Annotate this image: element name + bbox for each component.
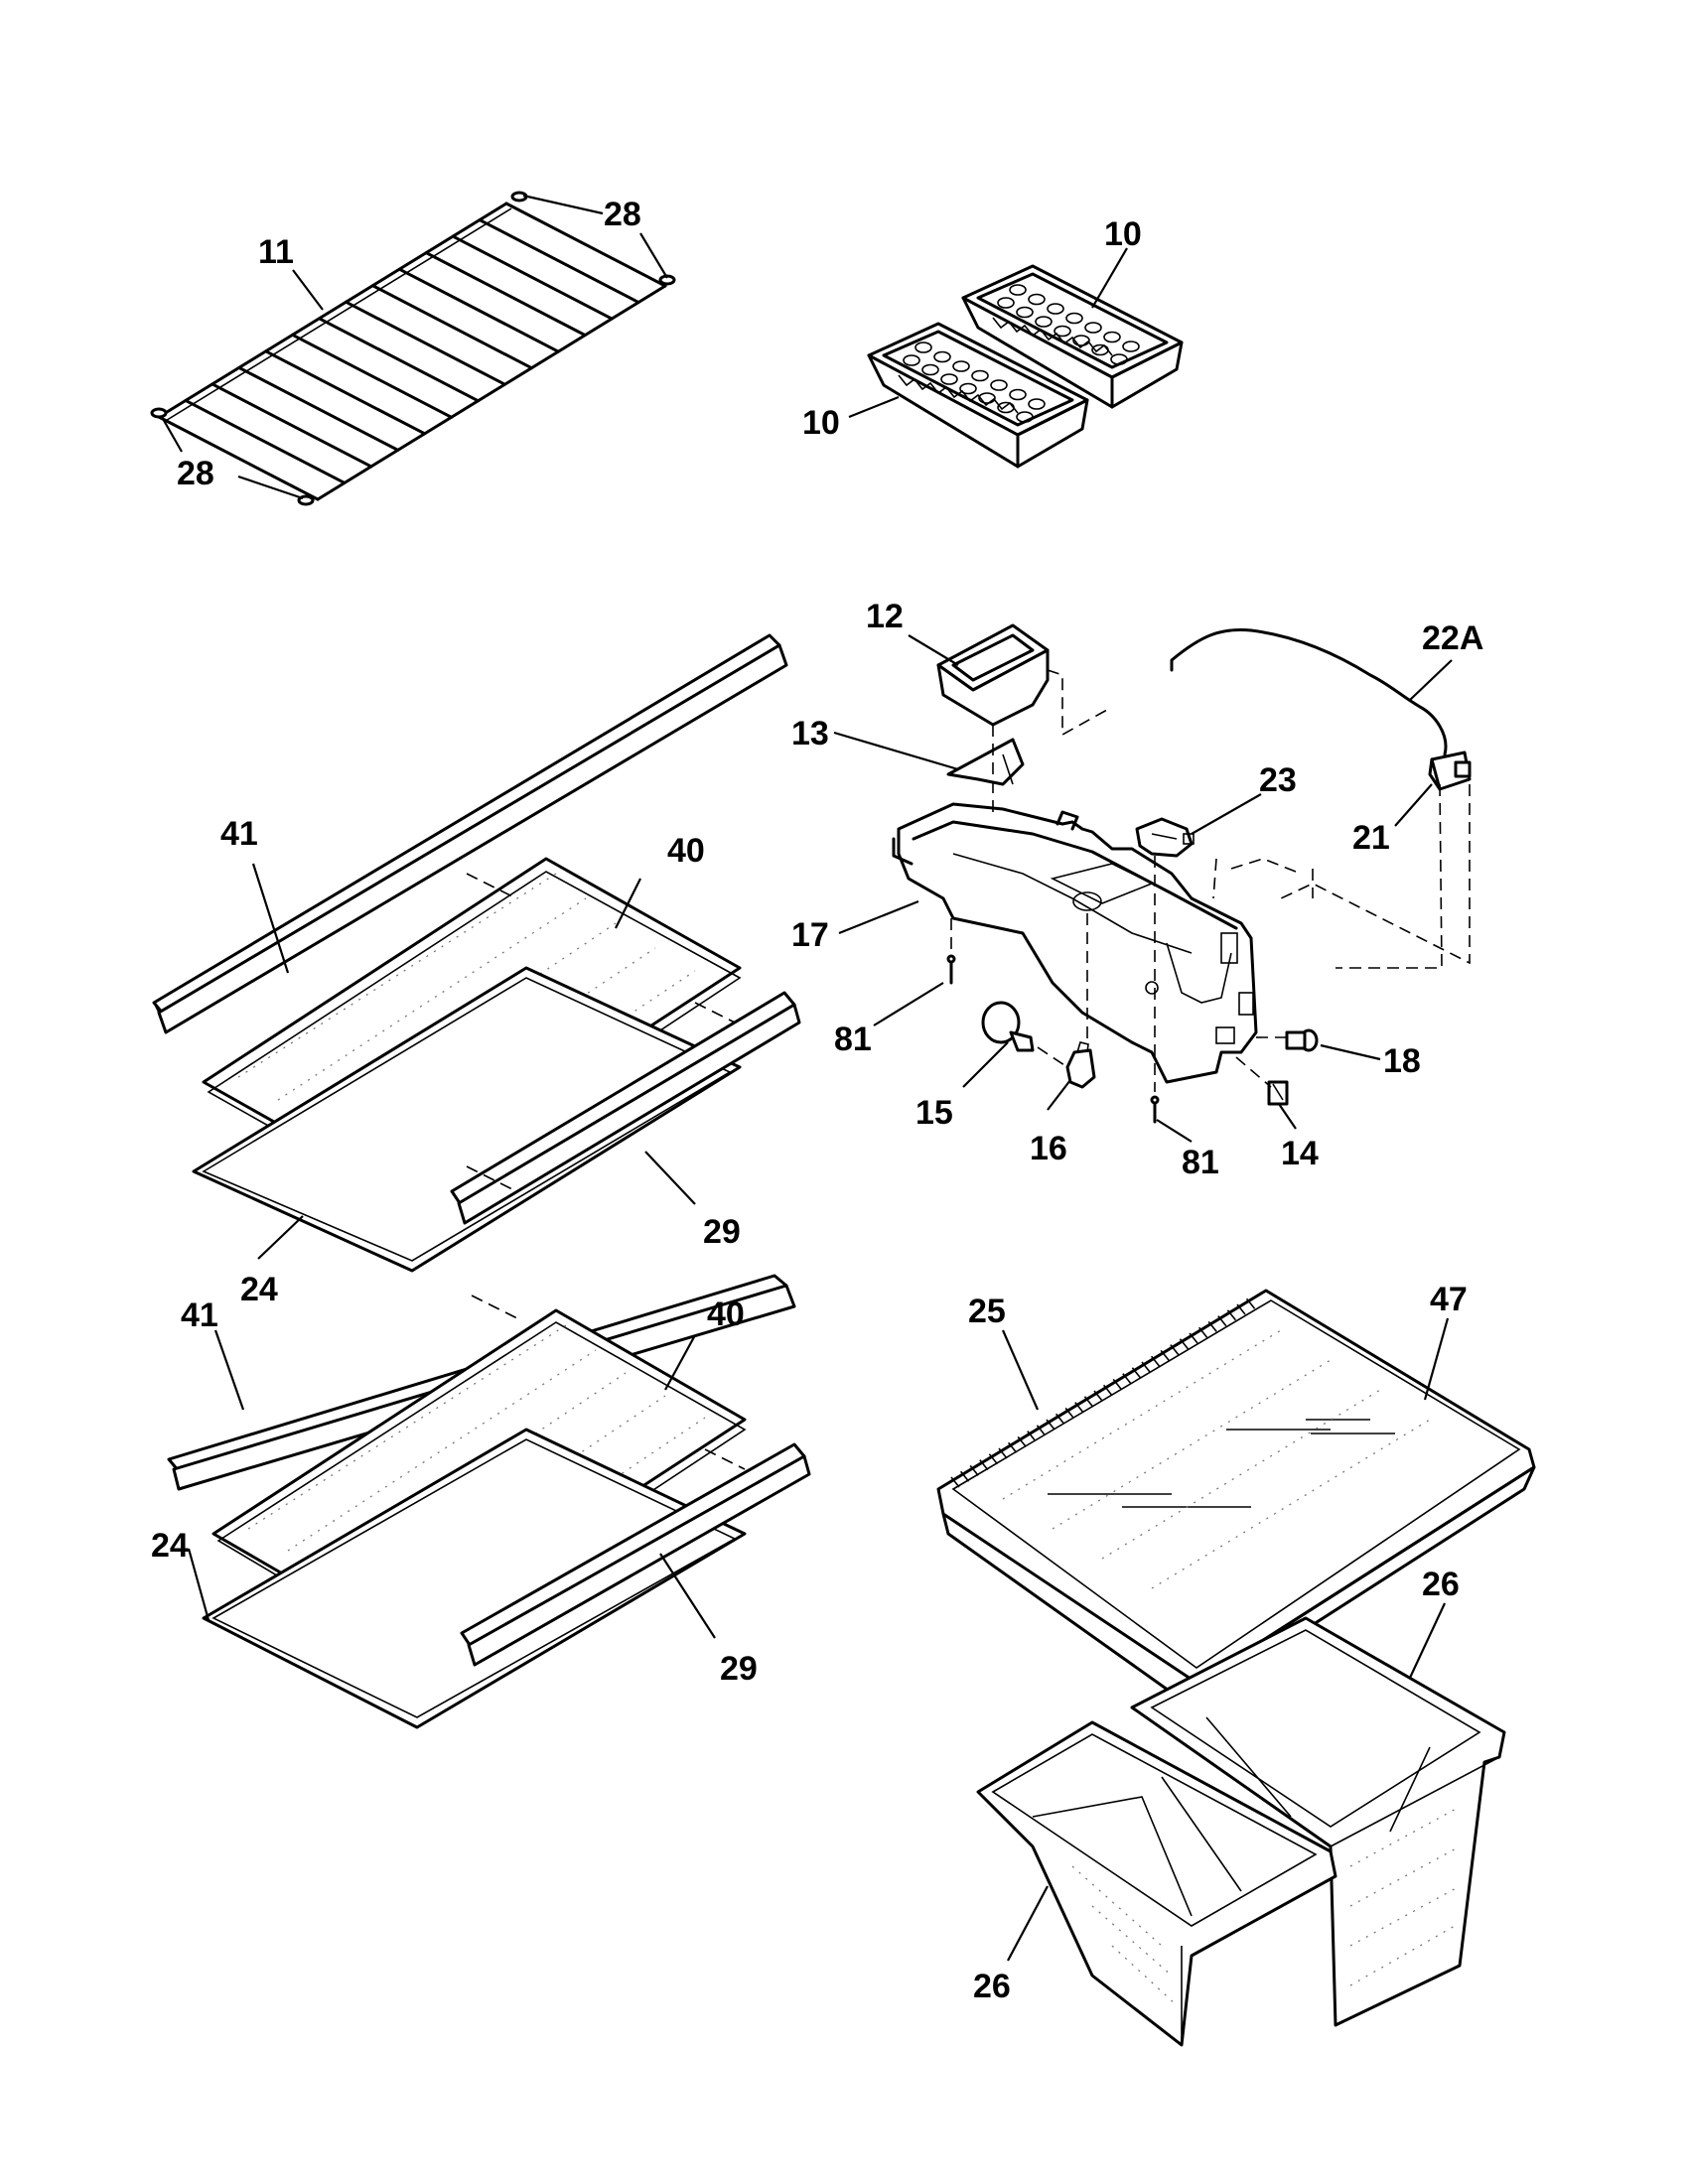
light-socket <box>1065 1041 1096 1089</box>
ice-tray-upper <box>961 264 1184 409</box>
callout-81: 81 <box>834 1021 872 1058</box>
shelf-guides-lower <box>471 1295 746 1470</box>
light-bulb <box>981 1001 1035 1052</box>
callout-24: 24 <box>240 1271 278 1308</box>
callout-17: 17 <box>791 916 829 954</box>
callout-41: 41 <box>220 815 258 853</box>
callout-81: 81 <box>1182 1144 1219 1181</box>
callout-40: 40 <box>667 832 705 870</box>
callout-13: 13 <box>791 715 829 752</box>
callout-15: 15 <box>915 1094 953 1132</box>
callout-21: 21 <box>1352 819 1390 857</box>
callout-28: 28 <box>177 455 214 492</box>
callout-24: 24 <box>151 1527 189 1565</box>
callout-25: 25 <box>968 1293 1006 1330</box>
callout-28: 28 <box>604 196 641 233</box>
shelf-trim-front-upper <box>450 991 801 1225</box>
shelf-trim-back-upper <box>152 633 788 1034</box>
screws <box>946 954 1160 1124</box>
control-housing <box>892 802 1258 1084</box>
callout-10: 10 <box>802 404 840 442</box>
callout-11: 11 <box>258 233 294 271</box>
shelf-frame-upper <box>192 966 742 1273</box>
callout-47: 47 <box>1430 1281 1468 1318</box>
ice-bucket <box>936 623 1050 727</box>
callout-12: 12 <box>866 598 904 635</box>
callout-40: 40 <box>707 1296 745 1333</box>
callout-22a: 22A <box>1422 619 1483 657</box>
shelf-guides-upper <box>466 873 736 1192</box>
ice-tray-lower <box>867 322 1089 469</box>
capillary-tube <box>1170 627 1448 756</box>
wire-shelf <box>157 202 667 501</box>
callout-18: 18 <box>1383 1042 1421 1080</box>
callout-16: 16 <box>1030 1130 1067 1167</box>
callouts: 28 11 28 10 10 12 22A 13 23 21 17 81 18 … <box>151 196 1483 2005</box>
switch <box>1267 1080 1289 1106</box>
callout-10: 10 <box>1104 215 1142 253</box>
shelf-frame-lower <box>202 1428 747 1729</box>
deflector <box>946 738 1025 786</box>
callout-26: 26 <box>973 1968 1011 2005</box>
leader-lines <box>161 194 1453 1962</box>
callout-29: 29 <box>703 1213 741 1251</box>
thermostat <box>1428 751 1472 791</box>
defrost-timer <box>1135 817 1195 858</box>
shelf-trim-front-lower <box>460 1442 811 1667</box>
callout-26: 26 <box>1422 1566 1460 1603</box>
crisper-cover <box>936 1289 1536 1705</box>
assembly-dash-lines <box>950 669 1471 1092</box>
crisper-drawer-left <box>976 1720 1337 2047</box>
callout-29: 29 <box>720 1650 758 1688</box>
knob <box>1285 1028 1319 1052</box>
callout-23: 23 <box>1259 761 1297 799</box>
callout-14: 14 <box>1281 1135 1319 1172</box>
shelf-end-caps <box>150 191 676 506</box>
callout-41: 41 <box>181 1297 218 1334</box>
